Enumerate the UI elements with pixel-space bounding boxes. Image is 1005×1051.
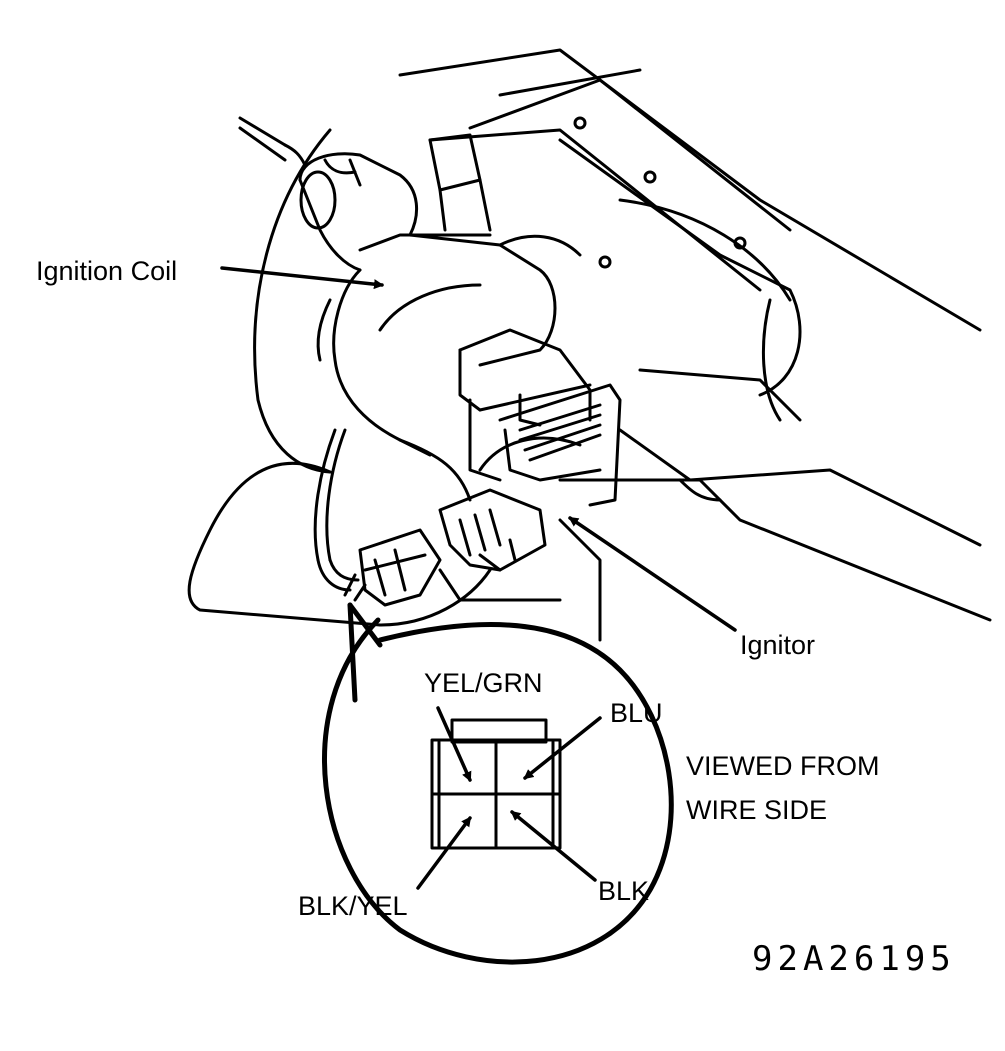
viewed-from-note-line1: VIEWED FROM: [686, 751, 880, 781]
blu-arrow: [523, 716, 602, 780]
terminal-yel-grn-label: YEL/GRN: [424, 668, 543, 698]
ignitor-module: [458, 328, 622, 507]
ignition-coil-arrow: [220, 266, 384, 290]
yel-grn-arrow: [436, 706, 472, 782]
connector-face: [430, 718, 562, 850]
ignition-coil-body: [298, 133, 582, 457]
blk-yel-arrow: [416, 816, 472, 890]
terminal-blk-label: BLK: [598, 876, 650, 906]
connector-detail-callout: [322, 602, 674, 965]
ignitor-arrow: [568, 516, 737, 632]
ignition-coil-label: Ignition Coil: [36, 256, 178, 286]
figure-id: 92A26195: [752, 939, 956, 979]
engine-housing: [253, 48, 992, 622]
spark-plug-lead: [238, 116, 307, 167]
terminal-blk-yel-label: BLK/YEL: [298, 891, 408, 921]
harness-wire-and-plug: [313, 428, 442, 607]
viewed-from-note-line2: WIRE SIDE: [686, 795, 828, 825]
terminal-blu-label: BLU: [610, 698, 663, 728]
blk-arrow: [510, 810, 597, 882]
ignitor-label: Ignitor: [740, 630, 816, 660]
leader-arrows: [220, 266, 737, 890]
ignitor-harness-connector: [438, 488, 547, 572]
